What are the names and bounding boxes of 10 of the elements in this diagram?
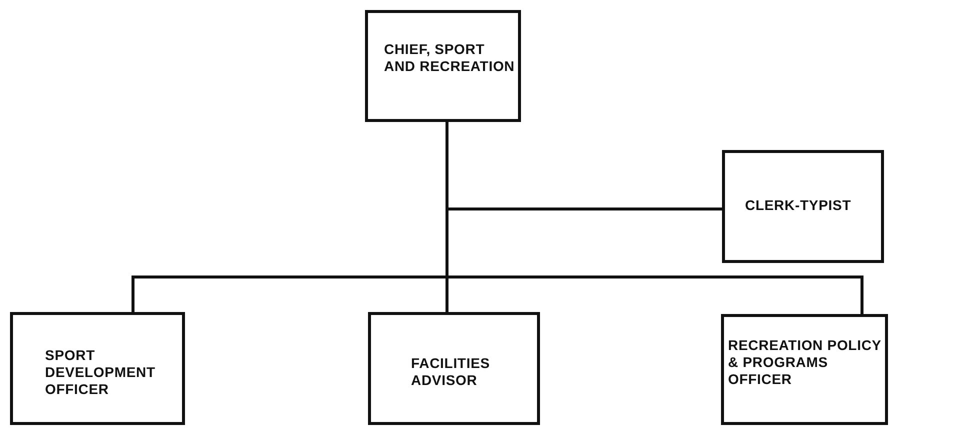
org-box xyxy=(10,312,185,425)
org-box xyxy=(365,10,521,122)
role-title: RECREATION POLICY & PROGRAMS OFFICER xyxy=(728,337,882,388)
role-title: SPORT DEVELOPMENT OFFICER xyxy=(45,347,156,398)
role-title: FACILITIES ADVISOR xyxy=(411,355,491,389)
role-title: CHIEF, SPORT AND RECREATION xyxy=(384,41,516,75)
org-box xyxy=(722,150,884,263)
role-title: CLERK-TYPIST xyxy=(745,197,852,214)
org-box xyxy=(721,314,888,425)
org-box xyxy=(368,312,540,425)
